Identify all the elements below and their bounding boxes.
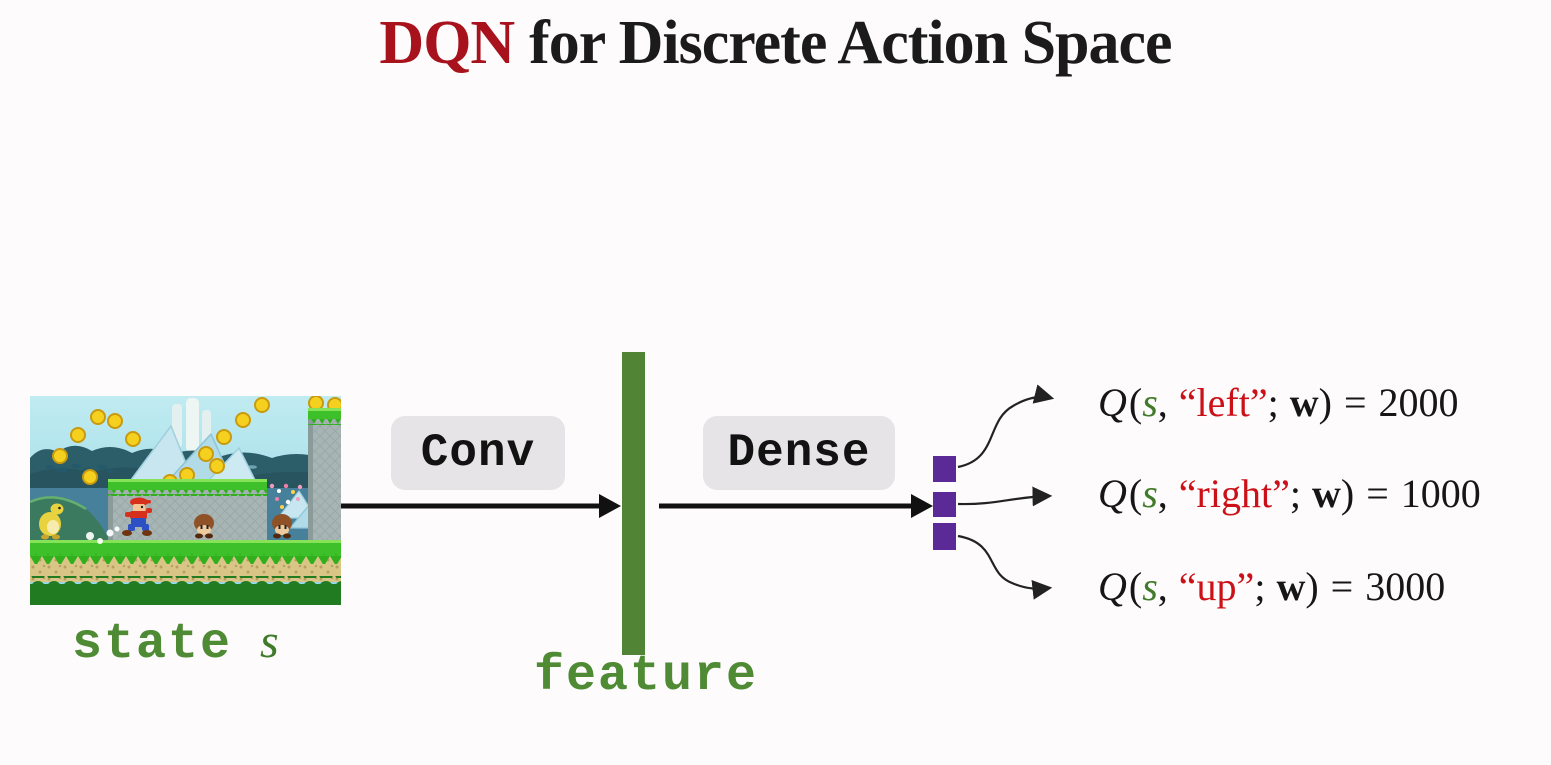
title-rest: for Discrete Action Space <box>529 9 1172 77</box>
connector-curve-middle <box>957 486 1053 507</box>
mario-game-screenshot <box>30 396 341 605</box>
feature-label: feature <box>534 648 759 705</box>
output-connectors <box>957 384 1055 600</box>
connector-curve-top <box>957 384 1055 469</box>
conv-layer-box: Conv <box>391 416 565 490</box>
output-node-up <box>933 523 956 550</box>
q-symbol: Q <box>1098 380 1127 425</box>
ground <box>30 540 341 605</box>
weights-symbol: w <box>1311 471 1341 516</box>
koopa-sprite <box>39 503 64 540</box>
goomba-sprite-1 <box>194 514 214 539</box>
state-symbol: s <box>1142 564 1158 609</box>
q-value-equation-right: Q(s,“right”;w)=1000 <box>1098 471 1481 516</box>
conv-arrow <box>341 494 621 518</box>
output-node-left <box>933 456 956 482</box>
water-scribbles <box>45 464 114 473</box>
weights-symbol: w <box>1276 564 1306 609</box>
dense-label: Dense <box>727 427 871 479</box>
stone-wall-right <box>308 408 341 542</box>
q-value: 2000 <box>1378 380 1459 425</box>
connector-curve-bottom <box>957 534 1053 600</box>
q-value-equation-left: Q(s,“left”;w)=2000 <box>1098 380 1459 425</box>
state-word: state <box>72 616 233 673</box>
dust-puffs <box>86 526 120 544</box>
state-symbol: s <box>1142 380 1158 425</box>
action-right: “right” <box>1178 471 1290 516</box>
dense-layer-box: Dense <box>703 416 895 490</box>
weights-symbol: w <box>1289 380 1319 425</box>
goomba-sprite-2 <box>272 514 292 539</box>
title-highlight: DQN <box>379 9 515 77</box>
q-symbol: Q <box>1098 564 1127 609</box>
q-value-equation-up: Q(s,“up”;w)=3000 <box>1098 564 1446 609</box>
output-node-right <box>933 492 956 517</box>
q-value: 1000 <box>1400 471 1481 516</box>
q-value: 3000 <box>1365 564 1446 609</box>
action-left: “left” <box>1178 380 1268 425</box>
dense-arrow <box>659 494 933 518</box>
feature-vector-bar <box>622 352 645 655</box>
mario-sprite <box>122 497 152 536</box>
conv-label: Conv <box>420 427 536 479</box>
action-up: “up” <box>1178 564 1255 609</box>
state-symbol: s <box>260 615 279 668</box>
mario-scene-art <box>30 396 341 605</box>
q-symbol: Q <box>1098 471 1127 516</box>
state-symbol: s <box>1142 471 1158 516</box>
